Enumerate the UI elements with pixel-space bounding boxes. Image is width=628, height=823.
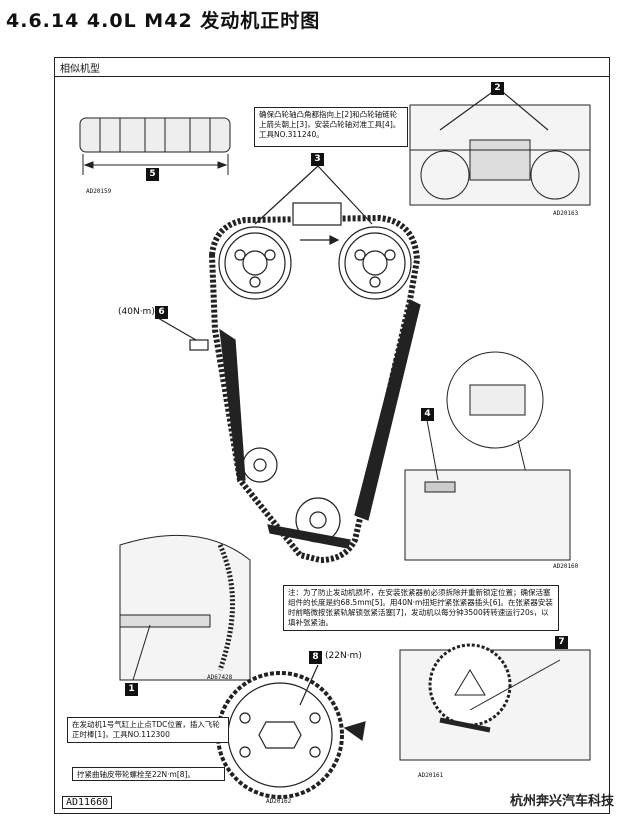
torque-label-8: (22N·m) <box>325 651 362 661</box>
figure-code: AD20160 <box>553 563 579 570</box>
tdc-note: 在发动机1号气缸上止点TDC位置，插入飞轮正时棒[1]，工具NO.112300 <box>67 717 229 743</box>
applies-to-label: 相似机型 <box>60 64 100 75</box>
callout-3: 3 <box>311 153 324 166</box>
flywheel-drawing <box>119 534 251 681</box>
crank-note: 拧紧曲轴皮带轮螺栓至22N·m[8]。 <box>72 767 225 781</box>
callout-7: 7 <box>555 636 568 649</box>
page-figure-code: AD11660 <box>62 796 113 809</box>
callout-4: 4 <box>421 408 434 421</box>
page-title: 4.6.14 4.0L M42 发动机正时图 <box>6 10 321 32</box>
figure-code: AD20161 <box>418 772 444 779</box>
timing-chain-drawing <box>157 165 421 564</box>
cam-alignment-tool-drawing <box>404 351 571 561</box>
callout-5: 5 <box>146 168 159 181</box>
figure-code: AD67428 <box>207 674 233 681</box>
crank-pulley-drawing <box>216 664 366 799</box>
callout-1: 1 <box>125 683 138 696</box>
tensioner-drawing <box>399 643 591 761</box>
callout-6: 6 <box>155 306 168 319</box>
torque-label-6: (40N·m) <box>118 307 155 317</box>
cylinder-head-drawing <box>409 87 591 206</box>
watermark: 杭州奔兴汽车科技 <box>509 794 614 809</box>
tensioner-note: 注：为了防止发动机损坏，在安装张紧器前必须拆除并重新锁定位置；确保活塞组件的长度… <box>283 585 559 631</box>
diagram-frame <box>54 57 610 814</box>
figure-code: AD20159 <box>86 188 112 195</box>
callout-8: 8 <box>309 651 322 664</box>
figure-code: AD20162 <box>266 798 292 805</box>
camshaft-note: 确保凸轮轴凸角都指向上[2]和凸轮轴链轮上箭头朝上[3]，安装凸轮轴对准工具[4… <box>254 107 408 147</box>
header-divider <box>54 76 610 77</box>
figure-code: AD20163 <box>553 210 579 217</box>
callout-2: 2 <box>491 82 504 95</box>
camshaft-drawing <box>79 117 231 175</box>
